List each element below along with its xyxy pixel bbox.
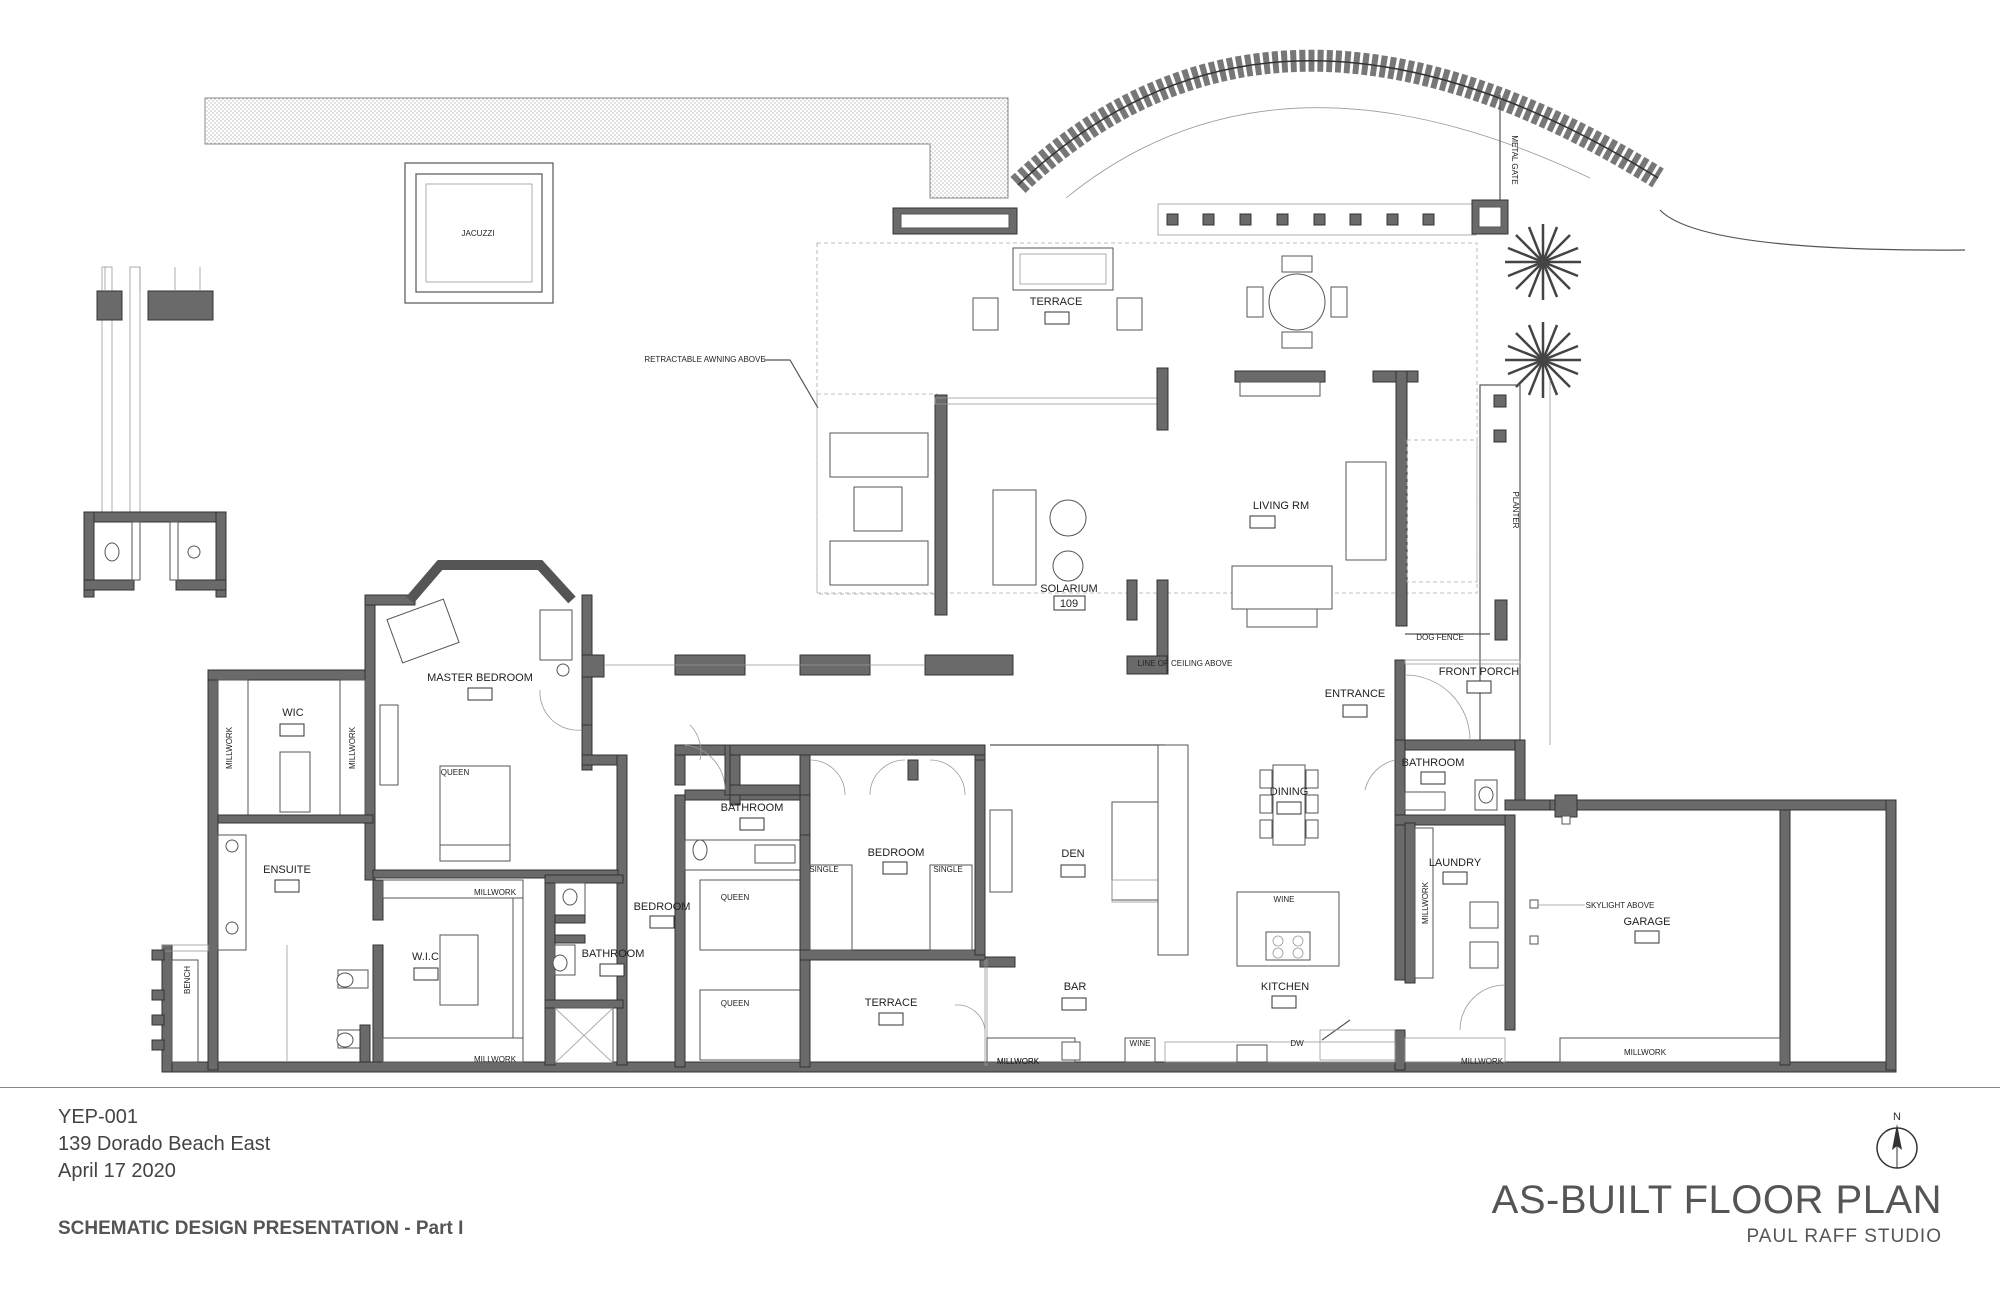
garage-label: GARAGE (1623, 916, 1670, 928)
terrace-bottom-label: TERRACE (865, 997, 918, 1009)
solarium-living: SOLARIUM 109 LIVING RM LINE OF CEILING A… (934, 367, 1490, 675)
wine-label-2: WINE (1274, 895, 1295, 904)
project-address: 139 Dorado Beach East (58, 1133, 271, 1155)
bathroom-label-3: BATHROOM (1402, 757, 1465, 769)
middle-bathroom: BATHROOM (544, 874, 645, 1066)
den-bar: DEN BAR MILLWORK WINE (986, 744, 1189, 1066)
front-porch-label: FRONT PORCH (1439, 666, 1520, 678)
millwork-label-2: MILLWORK (348, 726, 357, 769)
millwork-label-3: MILLWORK (474, 888, 517, 897)
wic-ensuite: MILLWORK MILLWORK WIC ENSUITE BENCH MILL… (151, 679, 619, 1064)
bathroom-label-2: BATHROOM (721, 802, 784, 814)
metal-gate-label: METAL GATE (1510, 135, 1519, 184)
retractable-awning-label: RETRACTABLE AWNING ABOVE (644, 355, 765, 364)
bar-label: BAR (1064, 981, 1087, 993)
dog-fence-label: DOG FENCE (1416, 633, 1464, 642)
bedroom-label-2: BEDROOM (868, 847, 925, 859)
dw-label: DW (1290, 1039, 1304, 1048)
master-bedroom: MASTER BEDROOM QUEEN (379, 598, 702, 862)
top-planter-strip (892, 199, 1509, 236)
jacuzzi-label: JACUZZI (462, 229, 495, 238)
terrace-bottom: TERRACE (799, 959, 988, 1068)
solarium-label: SOLARIUM (1040, 583, 1097, 595)
wic-label: WIC (282, 707, 303, 719)
millwork-label-4: MILLWORK (474, 1055, 517, 1064)
perimeter-wall-hatched (204, 97, 1009, 199)
bedroom-queens: QUEEN QUEEN BEDROOM (634, 744, 811, 1068)
den-millwork-label: MILLWORK (997, 1057, 1040, 1066)
title-block-info: YEP-001 139 Dorado Beach East April 17 2… (58, 1104, 270, 1185)
planter-label: PLANTER (1511, 492, 1520, 529)
north-label: N (1893, 1111, 1901, 1123)
terrace-top: TERRACE RETRACTABLE AWNING ABOVE (644, 242, 1478, 595)
bottom-millwork-1: MILLWORK (997, 1057, 1040, 1066)
solarium-number: 109 (1060, 598, 1078, 610)
north-arrow-icon: N (1876, 1111, 1918, 1169)
pool-house (83, 266, 227, 598)
wine-label-1: WINE (1130, 1039, 1151, 1048)
jacuzzi: JACUZZI (404, 162, 554, 304)
terrace-top-label: TERRACE (1030, 296, 1083, 308)
queen-label-1: QUEEN (721, 893, 750, 902)
living-room-label: LIVING RM (1253, 500, 1309, 512)
single-label-2: SINGLE (933, 865, 962, 874)
project-date: April 17 2020 (58, 1160, 176, 1182)
floor-plan-drawing: JACUZZI METAL GATE (83, 49, 1966, 1073)
garage-millwork-label: MILLWORK (1624, 1048, 1667, 1057)
laundry-label: LAUNDRY (1429, 857, 1482, 869)
arc-garden: METAL GATE (1010, 49, 1966, 251)
wic2-label: W.I.C. (412, 951, 442, 963)
bedroom-singles: BATHROOM BEDROOM SINGLE SINGLE (684, 744, 986, 961)
dining-label: DINING (1270, 786, 1309, 798)
laundry-bottom-millwork: MILLWORK (1461, 1057, 1504, 1066)
den-label: DEN (1061, 848, 1084, 860)
presentation-title: SCHEMATIC DESIGN PRESENTATION - Part I (58, 1218, 464, 1239)
line-of-ceiling-label: LINE OF CEILING ABOVE (1138, 659, 1233, 668)
master-bedroom-label: MASTER BEDROOM (427, 672, 533, 684)
single-label-1: SINGLE (809, 865, 838, 874)
right-planter: PLANTER (1479, 380, 1551, 745)
master-queen-label: QUEEN (441, 768, 470, 777)
project-code: YEP-001 (58, 1106, 139, 1128)
bathroom-label-1: BATHROOM (582, 948, 645, 960)
drawing-title: AS-BUILT FLOOR PLAN (1491, 1178, 1942, 1222)
skylight-label: SKYLIGHT ABOVE (1586, 901, 1655, 910)
dining-kitchen: DINING ENTRANCE WINE KITCHEN DW (1164, 688, 1396, 1063)
kitchen-label: KITCHEN (1261, 981, 1309, 993)
laundry-millwork-label: MILLWORK (1421, 881, 1430, 924)
bedroom-label-1: BEDROOM (634, 901, 691, 913)
palm-tree-icon (1505, 224, 1581, 398)
queen-label-2: QUEEN (721, 999, 750, 1008)
millwork-label: MILLWORK (225, 726, 234, 769)
studio-name: PAUL RAFF STUDIO (1746, 1226, 1942, 1247)
title-block-divider (0, 1087, 2000, 1088)
bench-label: BENCH (183, 966, 192, 994)
entrance-label: ENTRANCE (1325, 688, 1386, 700)
east-wing: FRONT PORCH BATHROOM MILLWORK LAUNDRY MI… (997, 659, 1781, 1066)
ensuite-label: ENSUITE (263, 864, 311, 876)
